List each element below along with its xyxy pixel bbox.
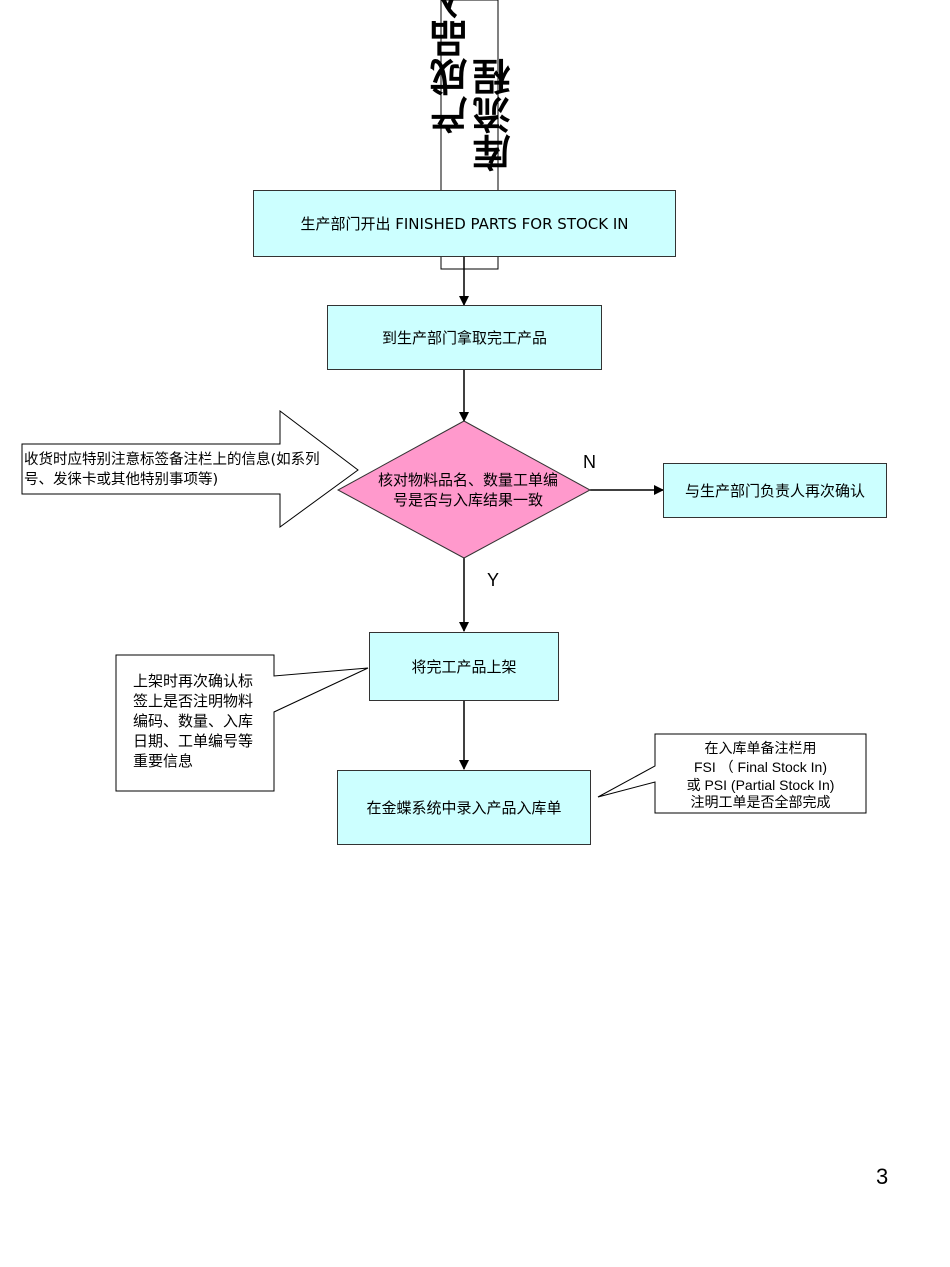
shelving-note-shape (115, 654, 369, 792)
branch-yes-label: Y (487, 570, 500, 590)
remark-note: 在入库单备注栏用 FSI （ Final Stock In) 或 PSI (Pa… (655, 740, 866, 812)
step-shelve-label: 将完工产品上架 (411, 657, 517, 676)
step-shelve: 将完工产品上架 (369, 632, 559, 701)
remark-note-shape (597, 733, 867, 814)
title-line1: 产成品入 (430, 0, 474, 134)
step-enter-system: 在金蝶系统中录入产品入库单 (337, 770, 591, 845)
branch-no-label: N (583, 452, 596, 472)
remark-note-line3: 或 PSI (Partial Stock In) (686, 777, 835, 793)
step-confirm-with-dept: 与生产部门负责人再次确认 (663, 463, 887, 518)
step-confirm-with-dept-label: 与生产部门负责人再次确认 (684, 481, 865, 500)
decision-label: 核对物料品名、数量工单编号是否与入库结果一致 (378, 471, 559, 509)
page-number: 3 (876, 1164, 889, 1189)
step-issue-form: 生产部门开出 FINISHED PARTS FOR STOCK IN (253, 190, 676, 257)
remark-note-line4: 注明工单是否全部完成 (690, 795, 831, 811)
shelving-note: 上架时再次确认标签上是否注明物料编码、数量、入库日期、工单编号等重要信息 (133, 672, 254, 770)
step-issue-form-label: 生产部门开出 FINISHED PARTS FOR STOCK IN (300, 214, 629, 233)
remark-note-line1: 在入库单备注栏用 (704, 741, 817, 757)
step-enter-system-label: 在金蝶系统中录入产品入库单 (366, 798, 562, 817)
receiving-note-arrow (21, 409, 359, 528)
step-fetch-goods: 到生产部门拿取完工产品 (327, 305, 602, 370)
step-fetch-goods-label: 到生产部门拿取完工产品 (381, 328, 547, 347)
decision-diamond (336, 420, 592, 559)
receiving-note: 收货时应特别注意标签备注栏上的信息(如系列号、发徕卡或其他特别事项等) (24, 452, 320, 488)
remark-note-line2: FSI （ Final Stock In) (693, 759, 828, 775)
title-line2: 库流程 (473, 58, 517, 172)
